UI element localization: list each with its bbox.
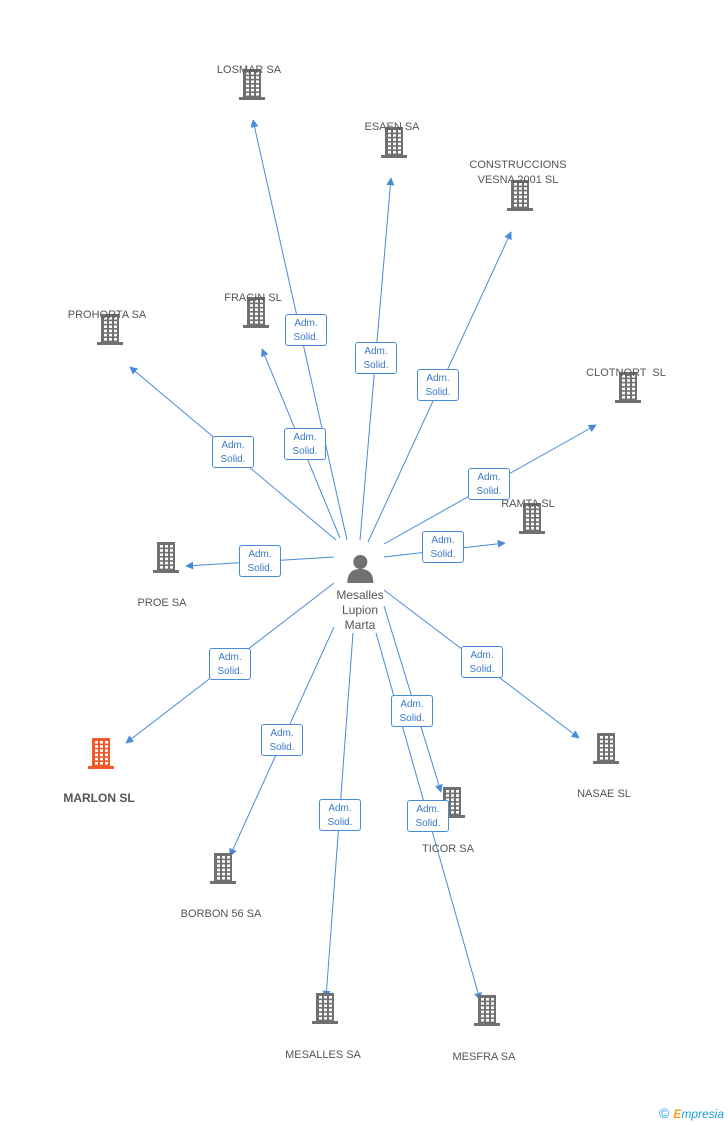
company-node-construccions[interactable] (504, 178, 536, 212)
company-label-mesfra[interactable]: MESFRA SA (452, 1051, 516, 1063)
relation-badge-nasae[interactable]: Adm. Solid. (461, 646, 503, 678)
center-person-name: Mesalles Lupion Marta (336, 588, 384, 632)
company-node-prohorta[interactable] (94, 312, 126, 346)
relation-label-line1: Adm. (470, 650, 494, 661)
relation-label-line1: Adm. (416, 804, 440, 815)
relation-label-line2: Solid. (399, 713, 425, 724)
relation-label-line1: Adm. (248, 549, 272, 560)
building-icon (381, 127, 407, 158)
company-label-ticor[interactable]: TICOR SA (422, 843, 474, 855)
company-label-mesalles[interactable]: MESALLES SA (285, 1049, 361, 1061)
relation-badge-mesfra[interactable]: Adm. Solid. (407, 800, 449, 832)
company-label-ramta[interactable]: RAMTA SL (501, 498, 555, 510)
relation-label-line1: Adm. (293, 432, 317, 443)
relation-badge-fracin[interactable]: Adm. Solid. (284, 428, 326, 460)
building-icon (97, 314, 123, 345)
relation-badge-clotnort[interactable]: Adm. Solid. (468, 468, 510, 500)
company-node-marlon[interactable] (85, 736, 117, 770)
company-node-mesalles[interactable] (309, 991, 341, 1025)
relation-label-line1: Adm. (270, 728, 294, 739)
relation-label-line2: Solid. (269, 742, 295, 753)
building-icon (519, 503, 545, 534)
company-label-clotnort[interactable]: CLOTNORT SL (586, 367, 666, 379)
relation-badge-ramta[interactable]: Adm. Solid. (422, 531, 464, 563)
relation-label-line2: Solid. (430, 549, 456, 560)
building-icon (88, 738, 114, 769)
company-node-borbon[interactable] (207, 851, 239, 885)
person-icon (346, 555, 373, 583)
relation-badge-ticor[interactable]: Adm. Solid. (391, 695, 433, 727)
building-icon (474, 995, 500, 1026)
relation-label-line2: Solid. (292, 446, 318, 457)
company-label-prohorta[interactable]: PROHORTA SA (67, 309, 147, 321)
company-label-borbon[interactable]: BORBON 56 SA (180, 908, 262, 920)
building-icon (312, 993, 338, 1024)
relation-label-line2: Solid. (247, 563, 273, 574)
building-icon (507, 180, 533, 211)
relation-label-line1: Adm. (294, 318, 318, 329)
relation-label-line1: Adm. (218, 652, 242, 663)
relation-label-line2: Solid. (220, 454, 246, 465)
relation-badge-prohorta[interactable]: Adm. Solid. (212, 436, 254, 468)
company-node-nasae[interactable] (590, 731, 622, 765)
relation-badge-marlon[interactable]: Adm. Solid. (209, 648, 251, 680)
relation-label-line1: Adm. (400, 699, 424, 710)
company-label-proe[interactable]: PROE SA (137, 597, 187, 609)
relation-badge-losmar[interactable]: Adm. Solid. (285, 314, 327, 346)
relation-label-line2: Solid. (469, 664, 495, 675)
company-node-clotnort[interactable] (612, 370, 644, 404)
building-icon (153, 542, 179, 573)
relation-label-line1: Adm. (364, 346, 388, 357)
relation-label-line1: Adm. (426, 373, 450, 384)
company-label-esaen[interactable]: ESAEN SA (364, 121, 420, 133)
relation-badge-proe[interactable]: Adm. Solid. (239, 545, 281, 577)
relation-label-line2: Solid. (293, 332, 319, 343)
company-node-ramta[interactable] (516, 501, 548, 535)
relation-label-line2: Solid. (425, 387, 451, 398)
brand-logo[interactable]: ©Empresia (659, 1105, 724, 1121)
building-icon (615, 372, 641, 403)
relation-label-line2: Solid. (217, 666, 243, 677)
company-node-losmar[interactable] (236, 67, 268, 101)
relation-label-line1: Adm. (221, 440, 245, 451)
relation-label-line1: Adm. (328, 803, 352, 814)
relation-label-line2: Solid. (415, 818, 441, 829)
building-icon (210, 853, 236, 884)
company-label-fracin[interactable]: FRACIN SL (224, 292, 282, 304)
relation-badge-construccions[interactable]: Adm. Solid. (417, 369, 459, 401)
brand-name: mpresia (681, 1107, 724, 1121)
relation-label-line1: Adm. (477, 472, 501, 483)
company-label-construccions[interactable]: CONSTRUCCIONS VESNA 2001 SL (469, 159, 567, 186)
relation-label-line2: Solid. (327, 817, 353, 828)
company-node-esaen[interactable] (378, 125, 410, 159)
relation-label-line2: Solid. (363, 360, 389, 371)
relation-badge-borbon[interactable]: Adm. Solid. (261, 724, 303, 756)
building-icon (243, 297, 269, 328)
company-label-losmar[interactable]: LOSMAR SA (216, 64, 282, 76)
company-node-mesfra[interactable] (471, 993, 503, 1027)
relation-label-line1: Adm. (431, 535, 455, 546)
building-icon (593, 733, 619, 764)
company-node-proe[interactable] (150, 540, 182, 574)
company-node-fracin[interactable] (240, 295, 272, 329)
center-person[interactable]: Mesalles Lupion Marta (336, 553, 384, 633)
relation-badge-esaen[interactable]: Adm. Solid. (355, 342, 397, 374)
building-icon (239, 69, 265, 100)
relation-badge-mesalles[interactable]: Adm. Solid. (319, 799, 361, 831)
relation-label-line2: Solid. (476, 486, 502, 497)
company-label-nasae[interactable]: NASAE SL (577, 788, 631, 800)
company-label-marlon[interactable]: MARLON SL (63, 791, 135, 805)
copyright-icon: © (658, 1105, 670, 1121)
brand-initial: E (673, 1107, 682, 1121)
